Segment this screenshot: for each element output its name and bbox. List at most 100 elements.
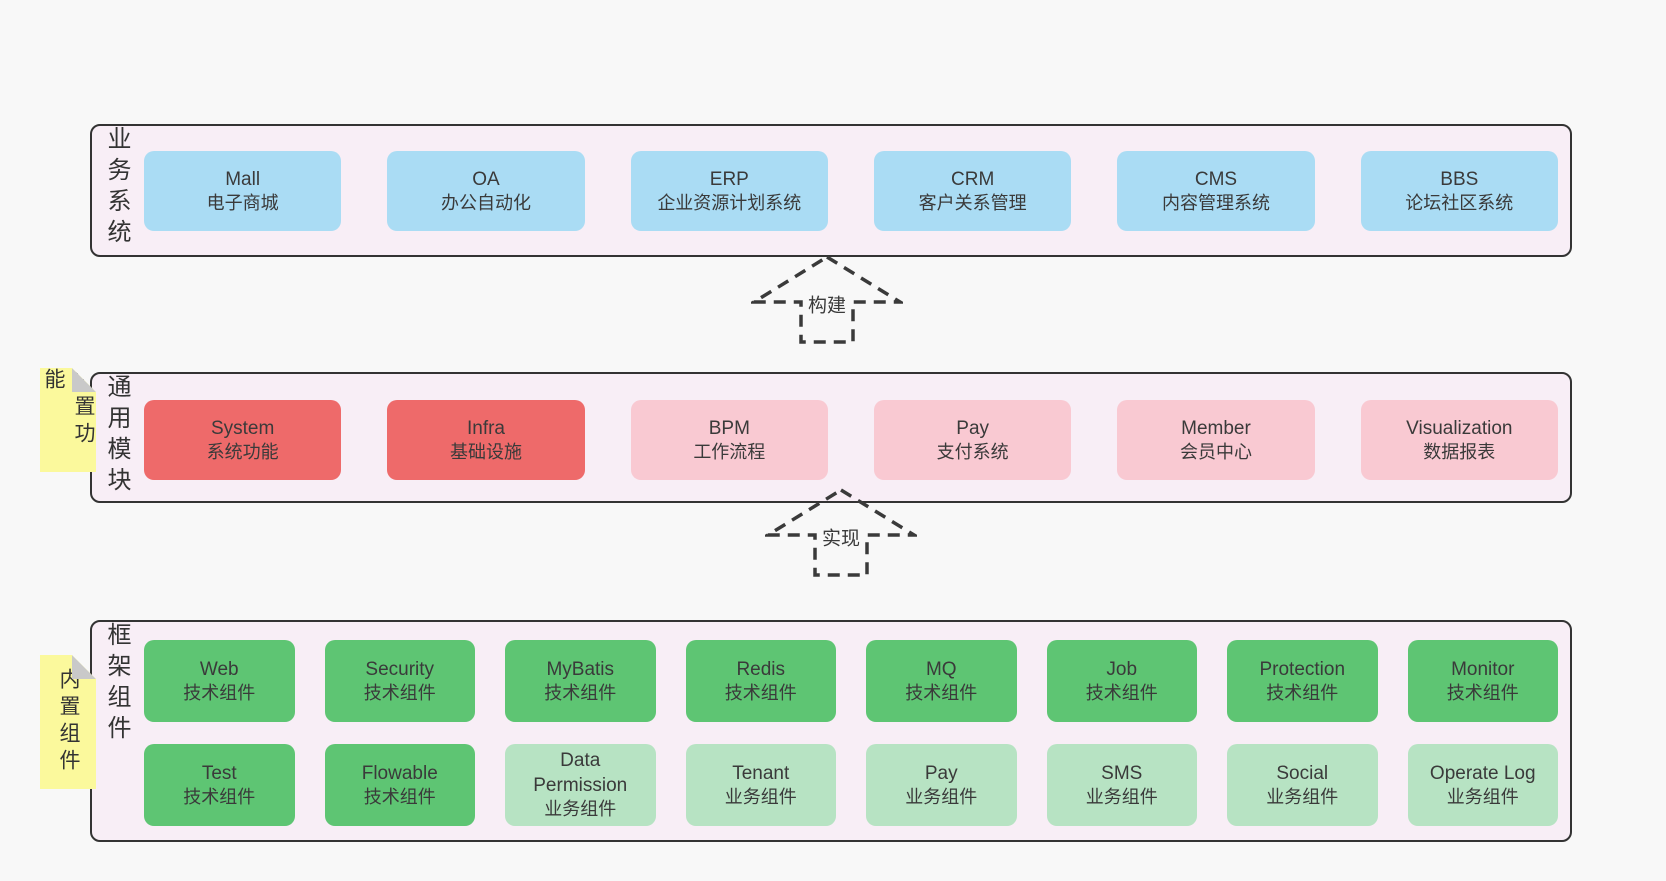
box-subtitle: 办公自动化 xyxy=(440,192,531,213)
box-subtitle: 业务组件 xyxy=(1446,786,1519,807)
dashed-up-arrow-icon xyxy=(765,487,917,577)
box-title: BPM xyxy=(708,417,750,439)
arrow-implement-label: 实现 xyxy=(818,523,864,551)
sticky-note-builtin-features: 内置功能 xyxy=(40,368,96,472)
box-security: Security 技术组件 xyxy=(324,640,475,722)
box-subtitle: 技术组件 xyxy=(1446,682,1519,703)
box-tenant: Tenant 业务组件 xyxy=(685,744,836,826)
sticky-note-text: 内置功能 xyxy=(42,368,95,449)
box-subtitle: 论坛社区系统 xyxy=(1405,192,1514,213)
box-title: Operate Log xyxy=(1429,762,1536,784)
box-social: Social 业务组件 xyxy=(1227,744,1378,826)
box-mall: Mall 电子商城 xyxy=(144,151,342,231)
box-subtitle: 业务组件 xyxy=(544,799,617,820)
box-subtitle: 技术组件 xyxy=(1085,682,1158,703)
box-subtitle: 技术组件 xyxy=(1266,682,1339,703)
sticky-note-text: 内置组件 xyxy=(57,668,80,776)
box-mq: MQ 技术组件 xyxy=(866,640,1017,722)
box-title: System xyxy=(210,417,275,439)
box-cms: CMS 内容管理系统 xyxy=(1117,151,1315,231)
panel-framework-components-label: 框架组件 xyxy=(103,622,130,746)
modules-box-row: System 系统功能 Infra 基础设施 BPM 工作流程 Pay 支付系统… xyxy=(144,400,1558,480)
arrow-implement: 实现 xyxy=(765,487,917,579)
box-title: Mall xyxy=(225,168,261,190)
box-subtitle: 企业资源计划系统 xyxy=(657,192,802,213)
panel-framework-components: 框架组件 Web 技术组件 Security 技术组件 MyBatis 技术组件… xyxy=(90,620,1572,842)
box-visualization: Visualization 数据报表 xyxy=(1360,400,1558,480)
arrow-build-label: 构建 xyxy=(804,290,850,318)
box-title: MyBatis xyxy=(546,658,615,680)
box-subtitle: 业务组件 xyxy=(724,786,797,807)
box-title: Data Permission xyxy=(533,750,628,797)
box-title: SMS xyxy=(1101,762,1143,784)
box-protection: Protection 技术组件 xyxy=(1227,640,1378,722)
box-title: ERP xyxy=(709,168,749,190)
box-title: Visualization xyxy=(1406,417,1513,439)
box-system: System 系统功能 xyxy=(144,400,342,480)
box-web: Web 技术组件 xyxy=(144,640,295,722)
box-subtitle: 内容管理系统 xyxy=(1161,192,1270,213)
box-job: Job 技术组件 xyxy=(1046,640,1197,722)
box-operate-log: Operate Log 业务组件 xyxy=(1407,744,1558,826)
box-subtitle: 系统功能 xyxy=(206,441,279,462)
box-subtitle: 会员中心 xyxy=(1179,441,1252,462)
box-title: Web xyxy=(199,658,239,680)
panel-common-modules-label: 通用模块 xyxy=(103,374,130,498)
box-subtitle: 技术组件 xyxy=(363,786,436,807)
box-subtitle: 技术组件 xyxy=(363,682,436,703)
box-data-permission: Data Permission 业务组件 xyxy=(505,744,656,826)
box-title: Monitor xyxy=(1451,658,1515,680)
box-infra: Infra 基础设施 xyxy=(387,400,585,480)
components-box-row-2: Test 技术组件 Flowable 技术组件 Data Permission … xyxy=(144,744,1558,826)
panel-business-systems-label: 业务系统 xyxy=(103,126,130,250)
box-title: OA xyxy=(472,168,500,190)
box-title: CRM xyxy=(951,168,995,190)
box-title: Redis xyxy=(736,658,786,680)
box-subtitle: 客户关系管理 xyxy=(918,192,1027,213)
box-title: Member xyxy=(1181,417,1251,439)
box-subtitle: 电子商城 xyxy=(206,192,279,213)
panel-common-modules: 通用模块 System 系统功能 Infra 基础设施 BPM 工作流程 Pay… xyxy=(90,372,1572,503)
sticky-note-builtin-components: 内置组件 xyxy=(40,655,96,789)
box-monitor: Monitor 技术组件 xyxy=(1407,640,1558,722)
box-subtitle: 技术组件 xyxy=(183,682,256,703)
dashed-up-arrow-icon xyxy=(751,254,903,344)
box-subtitle: 业务组件 xyxy=(1085,786,1158,807)
box-bbs: BBS 论坛社区系统 xyxy=(1360,151,1558,231)
box-test: Test 技术组件 xyxy=(144,744,295,826)
box-flowable: Flowable 技术组件 xyxy=(324,744,475,826)
business-box-row: Mall 电子商城 OA 办公自动化 ERP 企业资源计划系统 CRM 客户关系… xyxy=(144,151,1558,231)
box-title: Social xyxy=(1276,762,1329,784)
box-subtitle: 业务组件 xyxy=(905,786,978,807)
box-sms: SMS 业务组件 xyxy=(1046,744,1197,826)
box-title: CMS xyxy=(1194,168,1238,190)
box-subtitle: 技术组件 xyxy=(183,786,256,807)
box-title: Flowable xyxy=(361,762,438,784)
panel-business-systems: 业务系统 Mall 电子商城 OA 办公自动化 ERP 企业资源计划系统 CRM… xyxy=(90,124,1572,257)
box-title: Protection xyxy=(1259,658,1346,680)
box-subtitle: 数据报表 xyxy=(1423,441,1496,462)
box-member: Member 会员中心 xyxy=(1117,400,1315,480)
box-title: Security xyxy=(365,658,435,680)
components-box-row-1: Web 技术组件 Security 技术组件 MyBatis 技术组件 Redi… xyxy=(144,640,1558,722)
box-title: Infra xyxy=(466,417,505,439)
arrow-build: 构建 xyxy=(751,254,903,346)
box-pay-component: Pay 业务组件 xyxy=(866,744,1017,826)
box-title: BBS xyxy=(1440,168,1479,190)
box-subtitle: 支付系统 xyxy=(936,441,1009,462)
box-erp: ERP 企业资源计划系统 xyxy=(630,151,828,231)
box-subtitle: 工作流程 xyxy=(693,441,766,462)
box-title: MQ xyxy=(925,658,957,680)
box-title: Tenant xyxy=(732,762,790,784)
box-subtitle: 基础设施 xyxy=(449,441,522,462)
box-title: Test xyxy=(201,762,237,784)
box-title: Pay xyxy=(924,762,958,784)
box-redis: Redis 技术组件 xyxy=(685,640,836,722)
box-title: Job xyxy=(1106,658,1138,680)
box-oa: OA 办公自动化 xyxy=(387,151,585,231)
box-subtitle: 技术组件 xyxy=(905,682,978,703)
box-title: Pay xyxy=(956,417,990,439)
box-mybatis: MyBatis 技术组件 xyxy=(505,640,656,722)
box-bpm: BPM 工作流程 xyxy=(630,400,828,480)
